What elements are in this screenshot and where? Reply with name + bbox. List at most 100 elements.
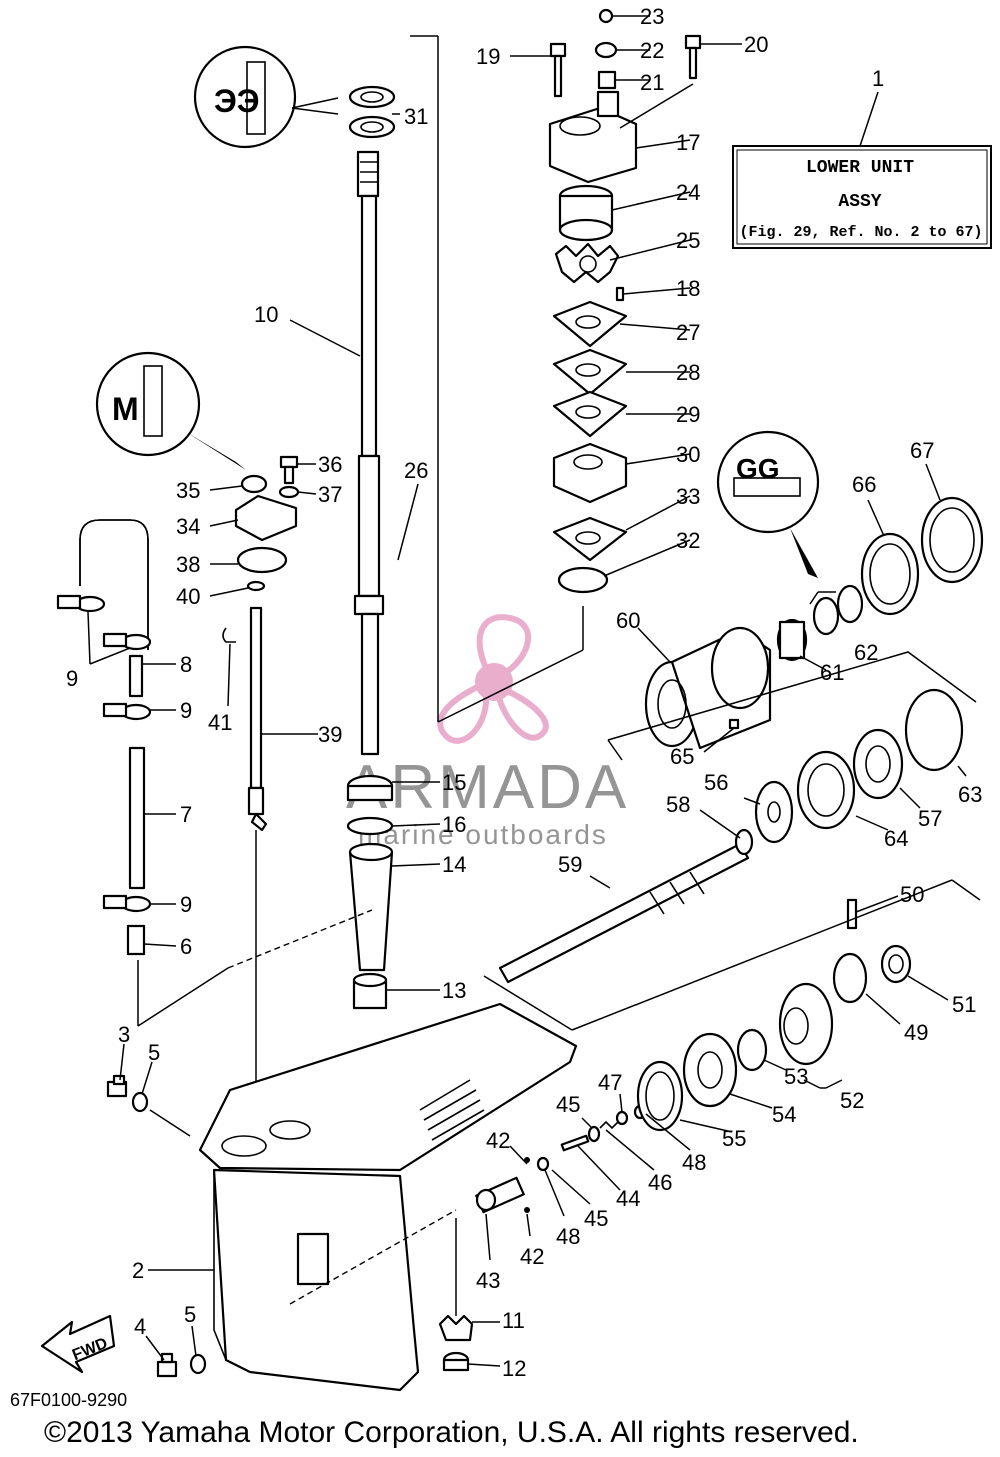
bearing-13 [352,972,388,1010]
callout-29: 29 [676,402,700,427]
callout-12: 12 [502,1356,526,1381]
callout-14: 14 [442,852,466,877]
callout-19: 19 [476,44,500,69]
grommet-22 [594,41,618,59]
callout-45b: 45 [584,1206,608,1231]
grommet-8 [128,654,144,698]
plunger-44 [560,1134,590,1152]
o-ring-63 [904,688,964,772]
callout-16: 16 [442,812,466,837]
callout-9c: 9 [180,892,192,917]
callout-35: 35 [176,478,200,503]
callout-66: 66 [852,472,876,497]
impeller-25 [554,242,620,284]
bolt-19 [549,42,567,98]
callout-13: 13 [442,978,466,1003]
shift-rod-39 [247,606,268,832]
callout-55: 55 [722,1126,746,1151]
callout-31: 31 [404,104,428,129]
callout-18: 18 [676,276,700,301]
bearing-53 [736,1028,768,1072]
clip-41 [222,627,236,643]
bearing-57 [852,728,904,800]
washer-47 [615,1110,629,1126]
bushing-21 [597,70,617,90]
washer-5b [189,1353,207,1375]
clamp-9d [102,894,152,913]
armada-watermark: ARMADA marine outboards [346,614,626,850]
callout-32: 32 [676,528,700,553]
sleeve-14 [348,842,394,972]
o-ring-16 [346,816,394,836]
pin-50 [846,898,858,930]
seal-62b [836,584,864,624]
callout-54: 54 [772,1102,796,1127]
o-ring-32 [557,566,609,594]
callout-52: 52 [840,1088,864,1113]
seal-62a [812,596,840,636]
clamp-9c [102,702,152,721]
assembly-reference: (Fig. 29, Ref. No. 2 to 67) [739,224,982,241]
callout-15: 15 [442,770,466,795]
oil-seal-15 [346,774,394,802]
bolt-3 [106,1074,128,1098]
bearing-housing-60 [644,626,772,750]
callout-2: 2 [132,1258,144,1283]
shift-plunger-43 [475,1176,525,1214]
leader-lines [87,15,967,1367]
propeller-logo-icon [437,614,549,744]
forward-arrow-icon: FWD [40,1314,116,1374]
assembly-title: LOWER UNIT [806,158,914,178]
callout-47: 47 [598,1070,622,1095]
callout-34: 34 [176,514,200,539]
callout-labels: 1 2 3 4 5 5 6 7 8 9 9 9 10 11 12 13 14 1… [66,4,982,1381]
assembly-subtitle: ASSY [838,192,881,212]
callout-48a: 48 [556,1224,580,1249]
callout-45a: 45 [556,1092,580,1117]
callout-49: 49 [904,1020,928,1045]
forward-gear-52 [778,982,834,1066]
gasket-27 [552,300,628,348]
detail-circle-62: GG [716,430,820,578]
callout-7: 7 [180,802,192,827]
washer-37 [278,485,300,499]
gasket-29 [552,390,628,438]
propeller-shaft-59 [498,842,750,984]
callout-1: 1 [872,66,884,91]
callout-17: 17 [676,130,700,155]
bearing-31 [348,85,396,139]
callout-36: 36 [318,452,342,477]
gear-case-2 [198,1002,578,1392]
callout-5a: 5 [148,1040,160,1065]
plate-28 [552,348,628,396]
callout-23: 23 [640,4,664,29]
drive-shaft-10 [353,150,385,756]
o-ring-38 [236,546,288,574]
callout-8: 8 [180,652,192,677]
washer-48a [536,1156,550,1172]
callout-9b: 9 [180,698,192,723]
callout-48b: 48 [682,1150,706,1175]
pinion-11 [438,1314,474,1342]
callout-43: 43 [476,1268,500,1293]
shift-rod-cap-35 [240,474,268,494]
callout-44: 44 [616,1186,640,1211]
reverse-gear-56 [754,780,794,844]
callout-39: 39 [318,722,342,747]
grommet-6 [126,924,146,956]
spring-45 [587,1125,601,1143]
callout-42b: 42 [520,1244,544,1269]
callout-42a: 42 [486,1128,510,1153]
callout-62: 62 [854,640,878,665]
bolt-4 [156,1352,178,1378]
callout-53: 53 [784,1064,808,1089]
callout-11: 11 [502,1308,525,1333]
detail-circle-35: M [95,351,246,470]
callout-3: 3 [118,1022,130,1047]
bearing-61 [776,618,808,662]
shim-64 [796,750,856,830]
clamp-9b [102,632,152,651]
callout-9a: 9 [66,666,78,691]
callout-64: 64 [884,826,908,851]
